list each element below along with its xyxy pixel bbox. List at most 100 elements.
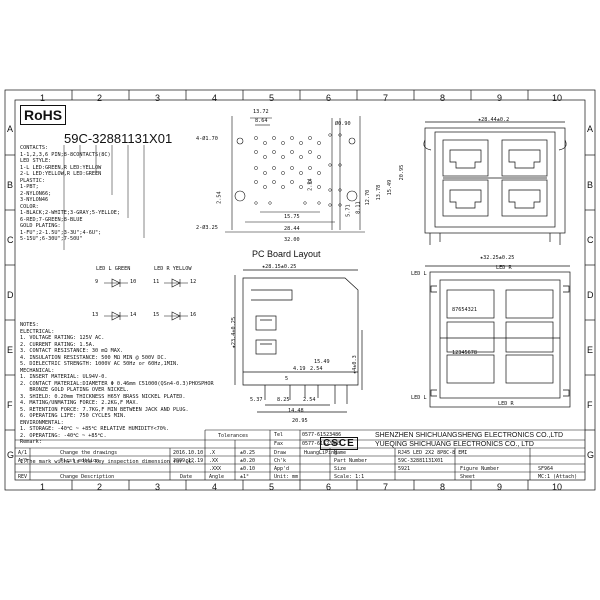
note-line: 2. CURRENT RATING: 1.5A. [20, 341, 95, 348]
row-label-E: E [7, 345, 14, 355]
dim-254a: 2.54 [216, 191, 223, 204]
figure-label: Figure Number [460, 466, 500, 472]
approved-label: App'd [274, 466, 290, 472]
row-label-G: G [7, 450, 15, 460]
tel-value: 0577-61523486 [302, 432, 342, 438]
part-number-value: 59C-32881131X01 [398, 458, 444, 464]
dim-side-top: ★28.15±0.25 [262, 264, 297, 270]
tol-row-xx: .XX [209, 458, 219, 464]
led-pin-15: 15 [153, 312, 160, 318]
col-label-bottom-4: 4 [212, 482, 218, 492]
dim-front-top: ★28.44±0.2 [478, 117, 510, 123]
size-value: 5921 [398, 466, 411, 472]
rev-head-date: Date [180, 474, 193, 480]
dim-864: 8.64 [255, 118, 268, 124]
dim-bottom-top: ★32.25±0.25 [480, 255, 515, 261]
option-line: 3-NYLON46 [20, 197, 49, 203]
tol-row-xxx: .XXX [209, 466, 222, 472]
side-view [234, 269, 363, 413]
unit-label: Unit: mm [274, 474, 299, 480]
rev-head-desc: Change Description [60, 474, 115, 480]
dim-1378: 13.78 [376, 184, 383, 201]
option-line: 1-BLACK;2-WHITE;3-GRAY;5-YELLOE; [20, 210, 120, 216]
option-line: 2-NYLON66; [20, 190, 52, 197]
option-line: 5-15U";6-30U";7-50U" [20, 236, 83, 242]
option-line: 1-PBT; [20, 184, 39, 190]
col-label-bottom-6: 6 [326, 482, 332, 492]
col-label-2: 2 [97, 93, 103, 103]
title-block-grid [15, 429, 585, 480]
row-label-A: A [7, 124, 14, 134]
rev-row-1-rev: A/1 [18, 450, 28, 456]
dim-side-419: 4.19 [293, 366, 306, 372]
bottom-led-r: LED R [496, 265, 512, 271]
bottom-pins-bot: 12345678 [452, 350, 477, 356]
tol-row-x-val: ±0.25 [240, 450, 256, 456]
col-label-1: 1 [40, 93, 46, 103]
row-label-right-D: D [587, 290, 594, 300]
dim-side-1448: 14.48 [288, 408, 304, 414]
note-line: 2. CONTACT MATERIAL:DIAMETER Φ 0.46mm C5… [20, 380, 214, 387]
option-line: GOLD PLATING: [20, 223, 61, 229]
note-line: 1. VOLTAGE RATING: 125V AC. [20, 335, 105, 341]
dim-3200: 32.00 [284, 237, 300, 243]
note-line: 4. MATING/UNMATING FORCE: 2.2KG,F MAX. [20, 400, 139, 406]
pcb-layout-title: PC Board Layout [252, 249, 321, 259]
angle-value: ±1° [240, 474, 250, 480]
sheet-label: Sheet [460, 474, 476, 480]
part-code: 59C-32881131X01 [64, 131, 173, 146]
bottom-led-l: LED L [411, 271, 427, 277]
name-value: RJ45 LED 2X2 8P8C-8 EMI [398, 450, 468, 456]
row-label-B: B [7, 180, 14, 190]
option-line: CONTACTS: [20, 145, 49, 151]
option-line: COLOR: [20, 203, 39, 210]
row-label-D: D [7, 290, 14, 300]
note-line: 1. INSERT MATERIAL: UL94V-0. [20, 374, 108, 380]
note-line: NOTES: [20, 322, 39, 328]
angle-label: Angle [209, 474, 225, 480]
option-line: 1-L LED:GREEN,R LED:YELLOW [20, 164, 102, 171]
col-label-bottom-1: 1 [40, 482, 46, 492]
front-view [423, 121, 567, 245]
dim-571: 5.71 [345, 204, 352, 217]
col-label-7: 7 [383, 93, 389, 103]
fax-label: Fax [274, 441, 284, 447]
col-label-3: 3 [155, 93, 161, 103]
draw-by: HuangLiPing [304, 450, 338, 456]
check-label: Ch'k [274, 458, 287, 464]
column-ticks [71, 90, 529, 490]
rohs-mark: RoHS [20, 105, 67, 125]
col-label-9: 9 [497, 93, 503, 103]
dim-1575: 15.75 [284, 214, 300, 220]
note-remark: 1.The mark with★ is the key inspection d… [20, 459, 195, 465]
row-label-C: C [7, 235, 14, 245]
col-label-5: 5 [269, 93, 275, 103]
tel-label: Tel [274, 432, 284, 438]
option-line: PLASTIC: [20, 177, 45, 184]
note-line: 3. SHIELD: 0.20mm THICKNESS H65Y BRASS N… [20, 393, 186, 400]
col-label-bottom-7: 7 [383, 482, 389, 492]
rev-row-2-date: 2009.12.19 [173, 458, 204, 464]
scale-label: Scale: 1:1 [334, 474, 365, 480]
pcb-layout [225, 116, 365, 233]
col-label-10: 10 [552, 93, 563, 103]
size-label: Size [334, 466, 347, 472]
option-line: 6-RED;7-GREEN;8-BLUE [20, 216, 83, 223]
led-pin-10: 10 [130, 279, 137, 285]
note-line: Remark: [20, 439, 42, 445]
row-label-right-A: A [587, 124, 594, 134]
led-r-title: LED R YELLOW [154, 266, 192, 272]
rev-row-2-desc: First edition [60, 458, 100, 464]
note-line: 3. CONTACT RESISTANCE: 30 mΩ MAX. [20, 348, 124, 354]
rev-head-rev: REV [18, 474, 28, 480]
col-label-4: 4 [212, 93, 218, 103]
row-label-right-G: G [587, 450, 595, 460]
col-label-8: 8 [440, 93, 446, 103]
bottom-pins-top: 87654321 [452, 307, 477, 313]
option-line: 1-FU";2-1.5U";3-3U";4-6U"; [20, 229, 102, 236]
dim-811: 8.11 [355, 201, 362, 214]
draw-label: Draw [274, 450, 287, 456]
led-pin-12: 12 [190, 279, 197, 285]
row-label-right-F: F [587, 400, 593, 410]
